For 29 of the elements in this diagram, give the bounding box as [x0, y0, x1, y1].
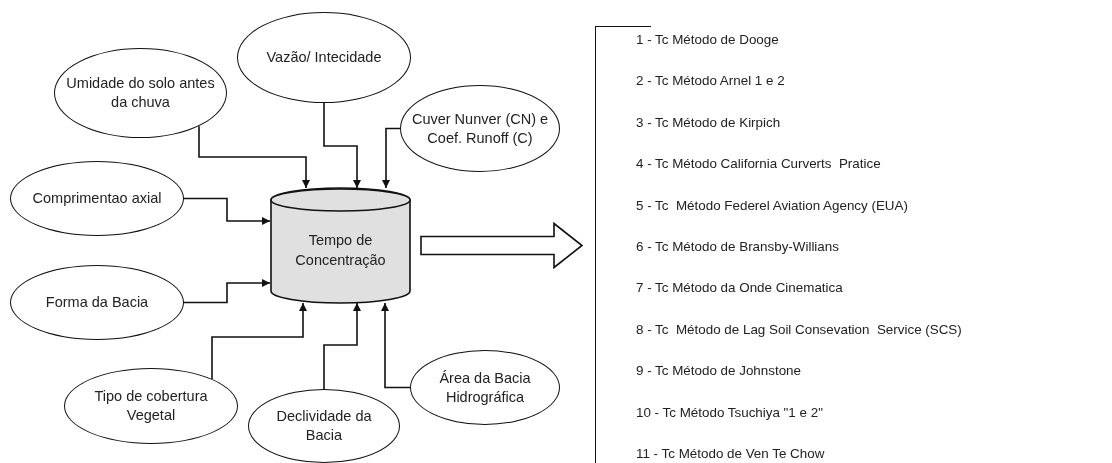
arrow	[323, 102, 361, 189]
block-arrow	[420, 221, 584, 270]
list-item: 7 - Tc Método da Onde Cinematica	[636, 280, 843, 297]
list-item: 9 - Tc Método de Johnstone	[636, 363, 801, 380]
arrow	[382, 127, 401, 189]
list-item: 1 - Tc Método de Dooge	[636, 32, 779, 48]
arrow	[381, 302, 411, 389]
node-label: Declividade da Bacia	[275, 407, 373, 445]
list-item: 3 - Tc Método de Kirpich	[636, 114, 781, 131]
node-label: Forma da Bacia	[45, 293, 149, 312]
node-label: Cuver Nunver (CN) e Coef. Runoff (C)	[411, 109, 549, 148]
list-item: 4 - Tc Método California Curverts Pratice	[636, 156, 881, 173]
arrow	[183, 197, 271, 225]
list-item: 2 - Tc Método Arnel 1 e 2	[636, 73, 785, 90]
node-label: Tempo de Concentração	[294, 230, 387, 270]
list-item: 8 - Tc Método de Lag Soil Consevation Service (SCS)	[636, 321, 962, 338]
arrow	[183, 279, 271, 304]
node-label: Comprimentao axial	[32, 189, 162, 208]
arrow	[211, 302, 307, 380]
list-item: 6 - Tc Método de Bransby-Willians	[636, 239, 839, 255]
arrow	[323, 302, 361, 390]
node-label: Tipo de cobertura Vegetal	[93, 387, 209, 425]
list-item: 11 - Tc Método de Ven Te Chow	[636, 446, 825, 462]
node-label: Umidade do solo antes da chuva	[65, 74, 216, 112]
arrow	[198, 125, 310, 189]
list-item: 5 - Tc Método Federel Aviation Agency (EUA)	[636, 197, 908, 214]
node-label: Vazão/ Intecidade	[266, 48, 382, 67]
list-item: 10 - Tc Método Tsuchiya "1 e 2"	[636, 404, 823, 421]
node-label: Área da Bacia Hidrográfica	[438, 368, 532, 407]
